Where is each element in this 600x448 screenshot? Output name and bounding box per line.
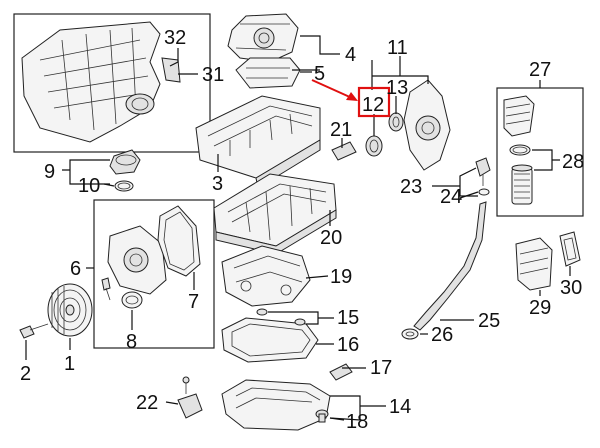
timing-cover-box	[93, 199, 215, 349]
callout-12: 12	[362, 94, 384, 116]
seal-8	[121, 291, 143, 309]
callout-2: 2	[20, 363, 31, 385]
callout-labels: 32 31 4 5 11 13 12 27 21 28 9 10 3 23 24…	[20, 27, 584, 433]
highlight-box	[357, 86, 391, 118]
filter-seal	[509, 144, 531, 156]
part-24	[478, 188, 490, 196]
part-19	[221, 245, 311, 307]
callout-25: 25	[478, 310, 500, 332]
callout-11: 11	[387, 37, 408, 59]
callout-30: 30	[560, 277, 582, 299]
callout-20: 20	[320, 227, 342, 249]
part-26	[401, 328, 419, 340]
callout-3: 3	[212, 173, 223, 195]
part-18	[315, 409, 329, 423]
cover-gasket	[235, 57, 301, 89]
part-17	[329, 363, 353, 381]
callout-29: 29	[529, 297, 551, 319]
callout-31: 31	[202, 64, 224, 86]
bolt-2	[19, 323, 49, 339]
part-22	[177, 376, 203, 419]
cover-gasket-7	[157, 205, 201, 277]
oil-cap	[109, 149, 141, 175]
callout-6: 6	[70, 258, 81, 280]
callout-9: 9	[44, 161, 55, 183]
part-30	[559, 231, 581, 267]
callout-22: 22	[136, 392, 158, 414]
callout-21: 21	[330, 119, 352, 141]
part-13	[388, 112, 404, 132]
intake-manifold	[21, 21, 181, 143]
callout-16: 16	[337, 334, 359, 356]
callout-5: 5	[314, 63, 325, 85]
callout-24: 24	[440, 186, 462, 208]
oil-pan-gasket	[221, 317, 319, 363]
dipstick-tube	[413, 201, 487, 331]
callout-7: 7	[188, 291, 199, 313]
callout-27: 27	[529, 59, 551, 81]
callout-28: 28	[562, 151, 584, 173]
pulley	[47, 283, 93, 337]
front-cover	[403, 79, 451, 171]
callout-32: 32	[164, 27, 186, 49]
seal-12	[365, 135, 383, 157]
part-23	[475, 157, 491, 186]
callout-26: 26	[431, 324, 453, 346]
leader-lines	[25, 35, 571, 421]
part-15	[256, 308, 306, 326]
callout-18: 18	[346, 411, 368, 433]
highlight-arrowhead	[346, 92, 358, 101]
callout-17: 17	[370, 357, 392, 379]
timing-cover	[107, 225, 167, 295]
filter-housing	[503, 95, 535, 137]
callout-23: 23	[400, 176, 422, 198]
callout-13: 13	[386, 77, 408, 99]
filter-element	[511, 164, 533, 205]
part-21	[331, 141, 357, 161]
callout-10: 10	[78, 175, 100, 197]
callout-8: 8	[126, 331, 137, 353]
o-ring-10	[114, 180, 134, 192]
callout-15: 15	[337, 307, 359, 329]
cylinder-head	[213, 173, 337, 255]
oil-cooler	[515, 237, 553, 291]
oil-pan	[221, 379, 331, 431]
callout-14: 14	[389, 396, 411, 418]
bolt-6	[101, 277, 111, 301]
highlight-arrow	[311, 79, 353, 99]
callout-4: 4	[345, 44, 356, 66]
upper-cover	[227, 13, 299, 63]
callout-1: 1	[64, 353, 75, 375]
intake-manifold-box	[13, 13, 211, 153]
highlight-12	[311, 79, 391, 118]
callout-19: 19	[330, 266, 352, 288]
